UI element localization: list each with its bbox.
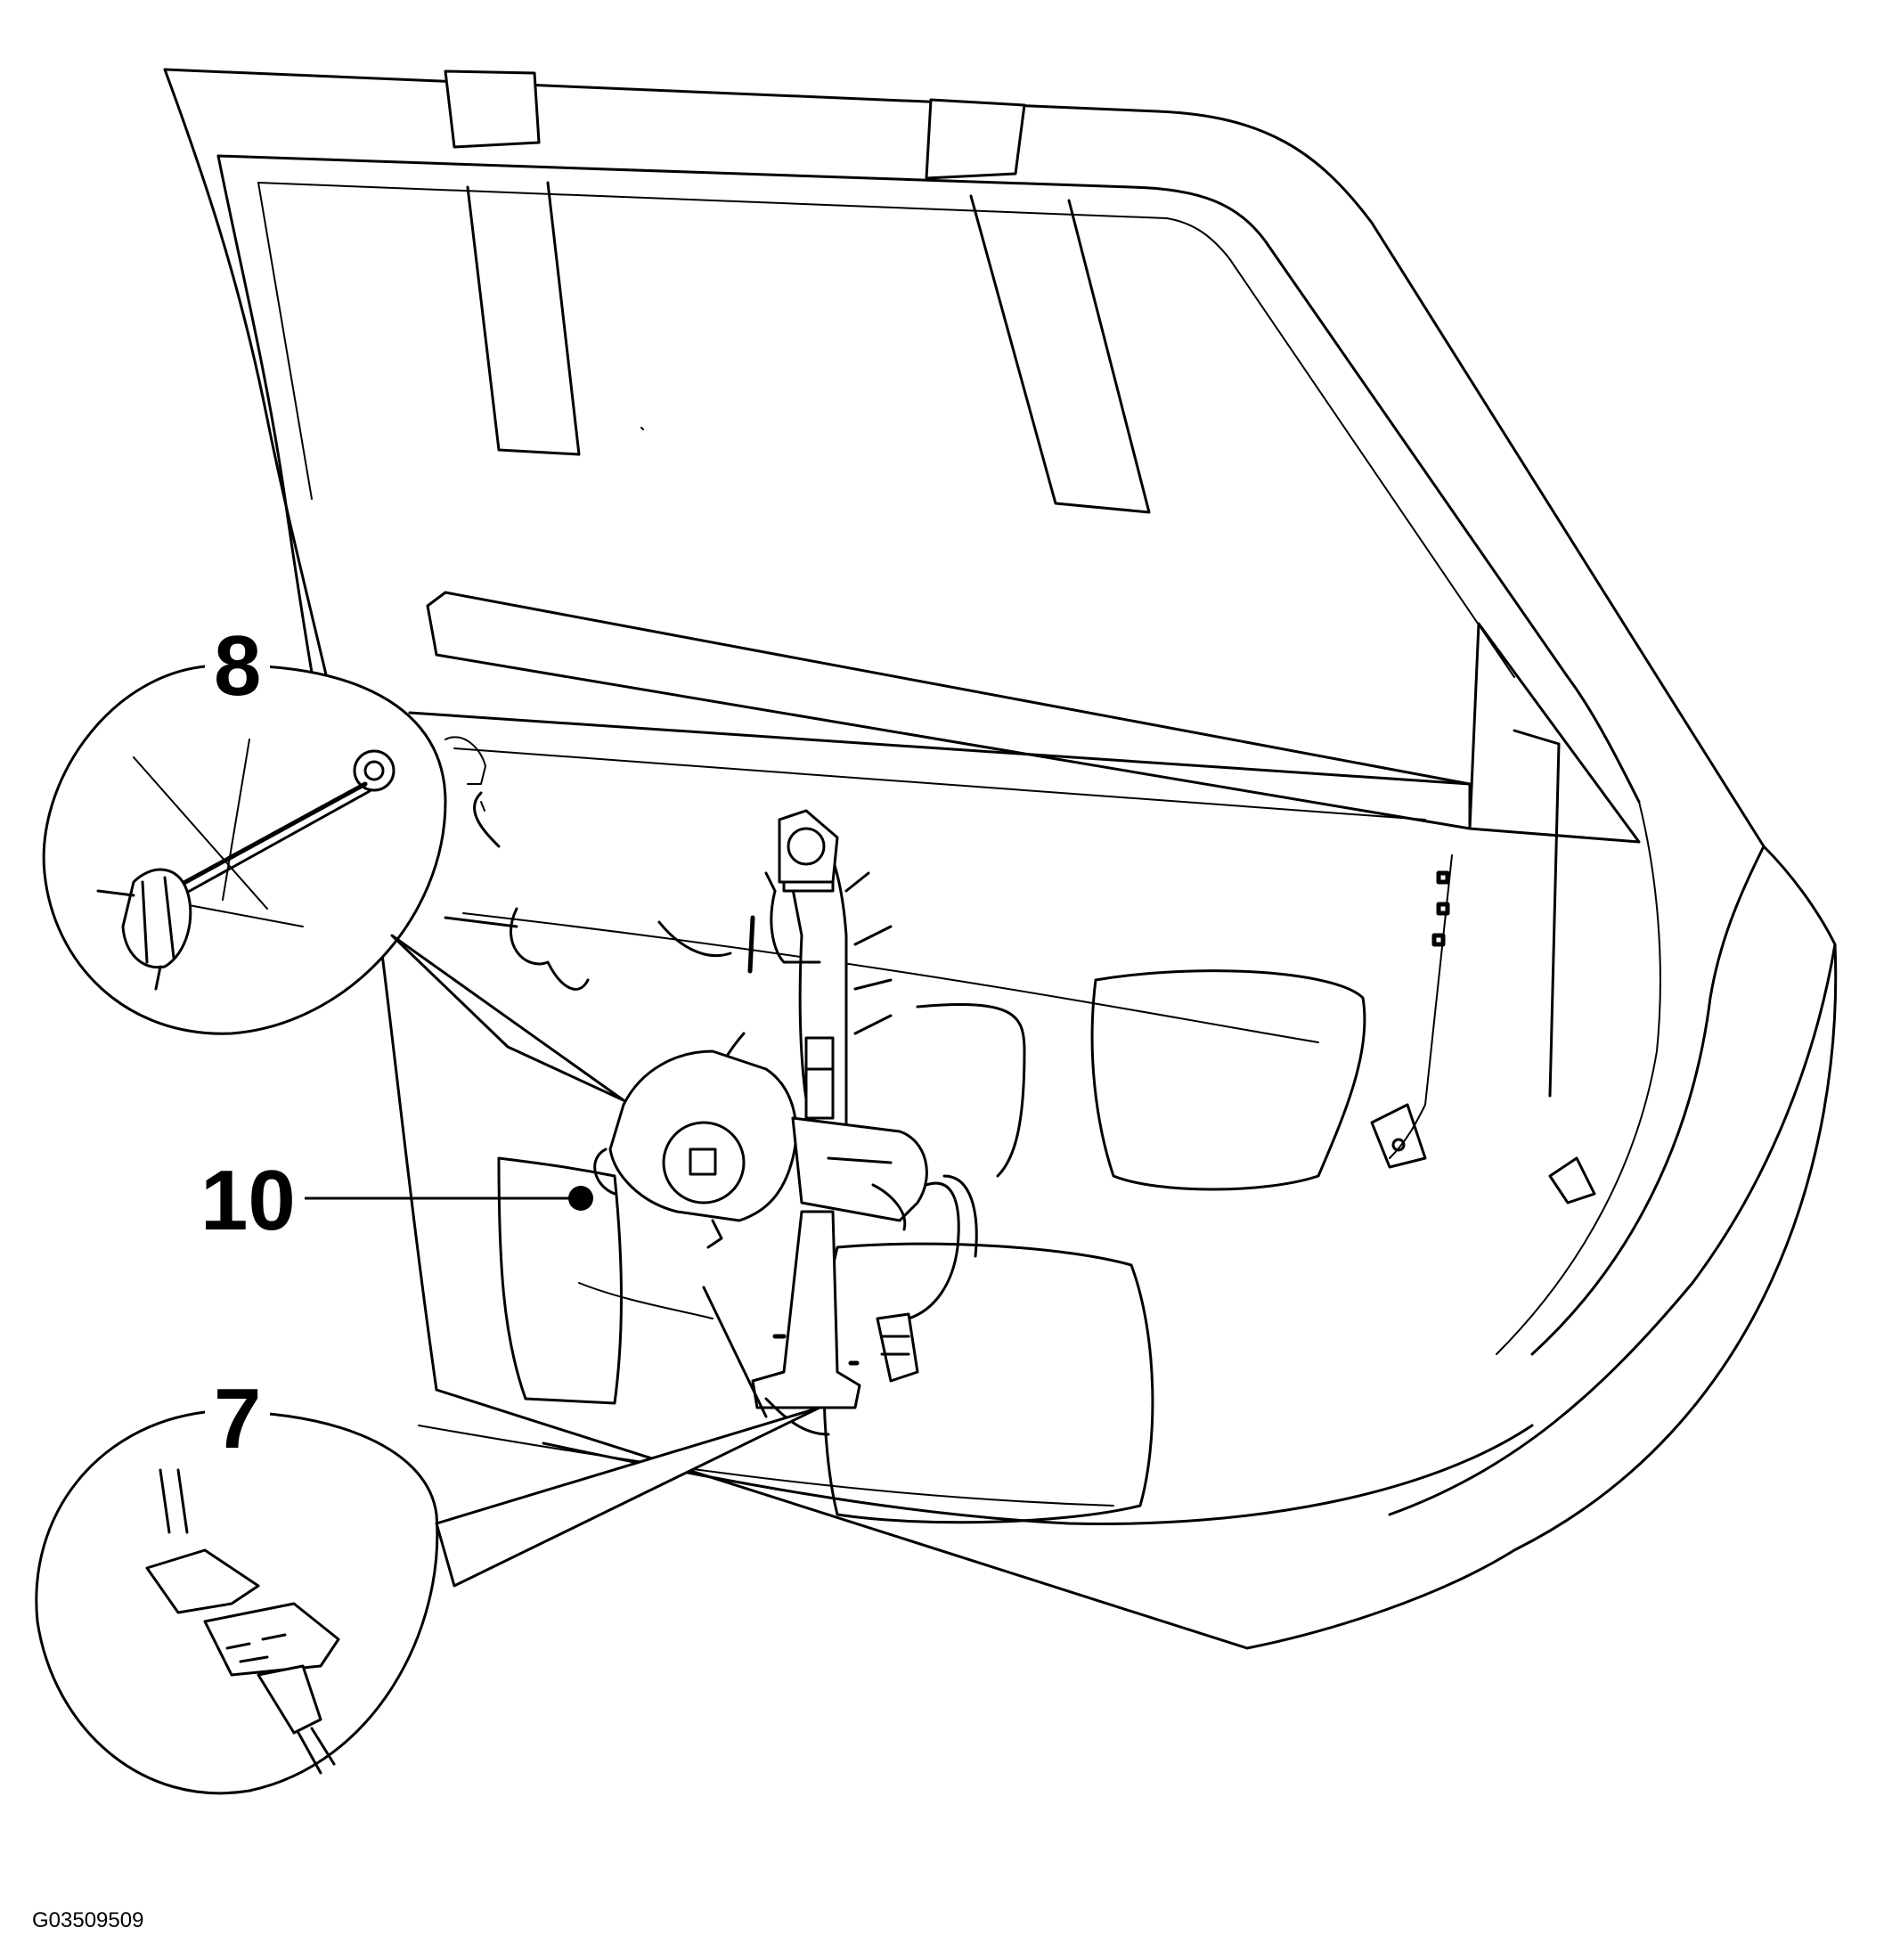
glass-channel-strips (444, 69, 1151, 514)
callout-7-label: 7 (205, 1376, 271, 1462)
regulator-motor (593, 1049, 978, 1338)
lower-bracket (702, 1210, 919, 1436)
door-shell (163, 68, 1838, 1650)
speck-marks (480, 427, 644, 812)
figure-code: G03509509 (32, 1908, 144, 1932)
detail-7 (35, 1406, 821, 1795)
detail-8 (42, 664, 625, 1102)
inner-panel (444, 736, 1596, 1524)
callout-10-leader (301, 1186, 593, 1211)
beltline-rail (408, 591, 1641, 1159)
callout-8-label: 8 (205, 624, 271, 709)
callout-10-label: 10 (192, 1158, 305, 1244)
upper-mount (764, 809, 839, 893)
